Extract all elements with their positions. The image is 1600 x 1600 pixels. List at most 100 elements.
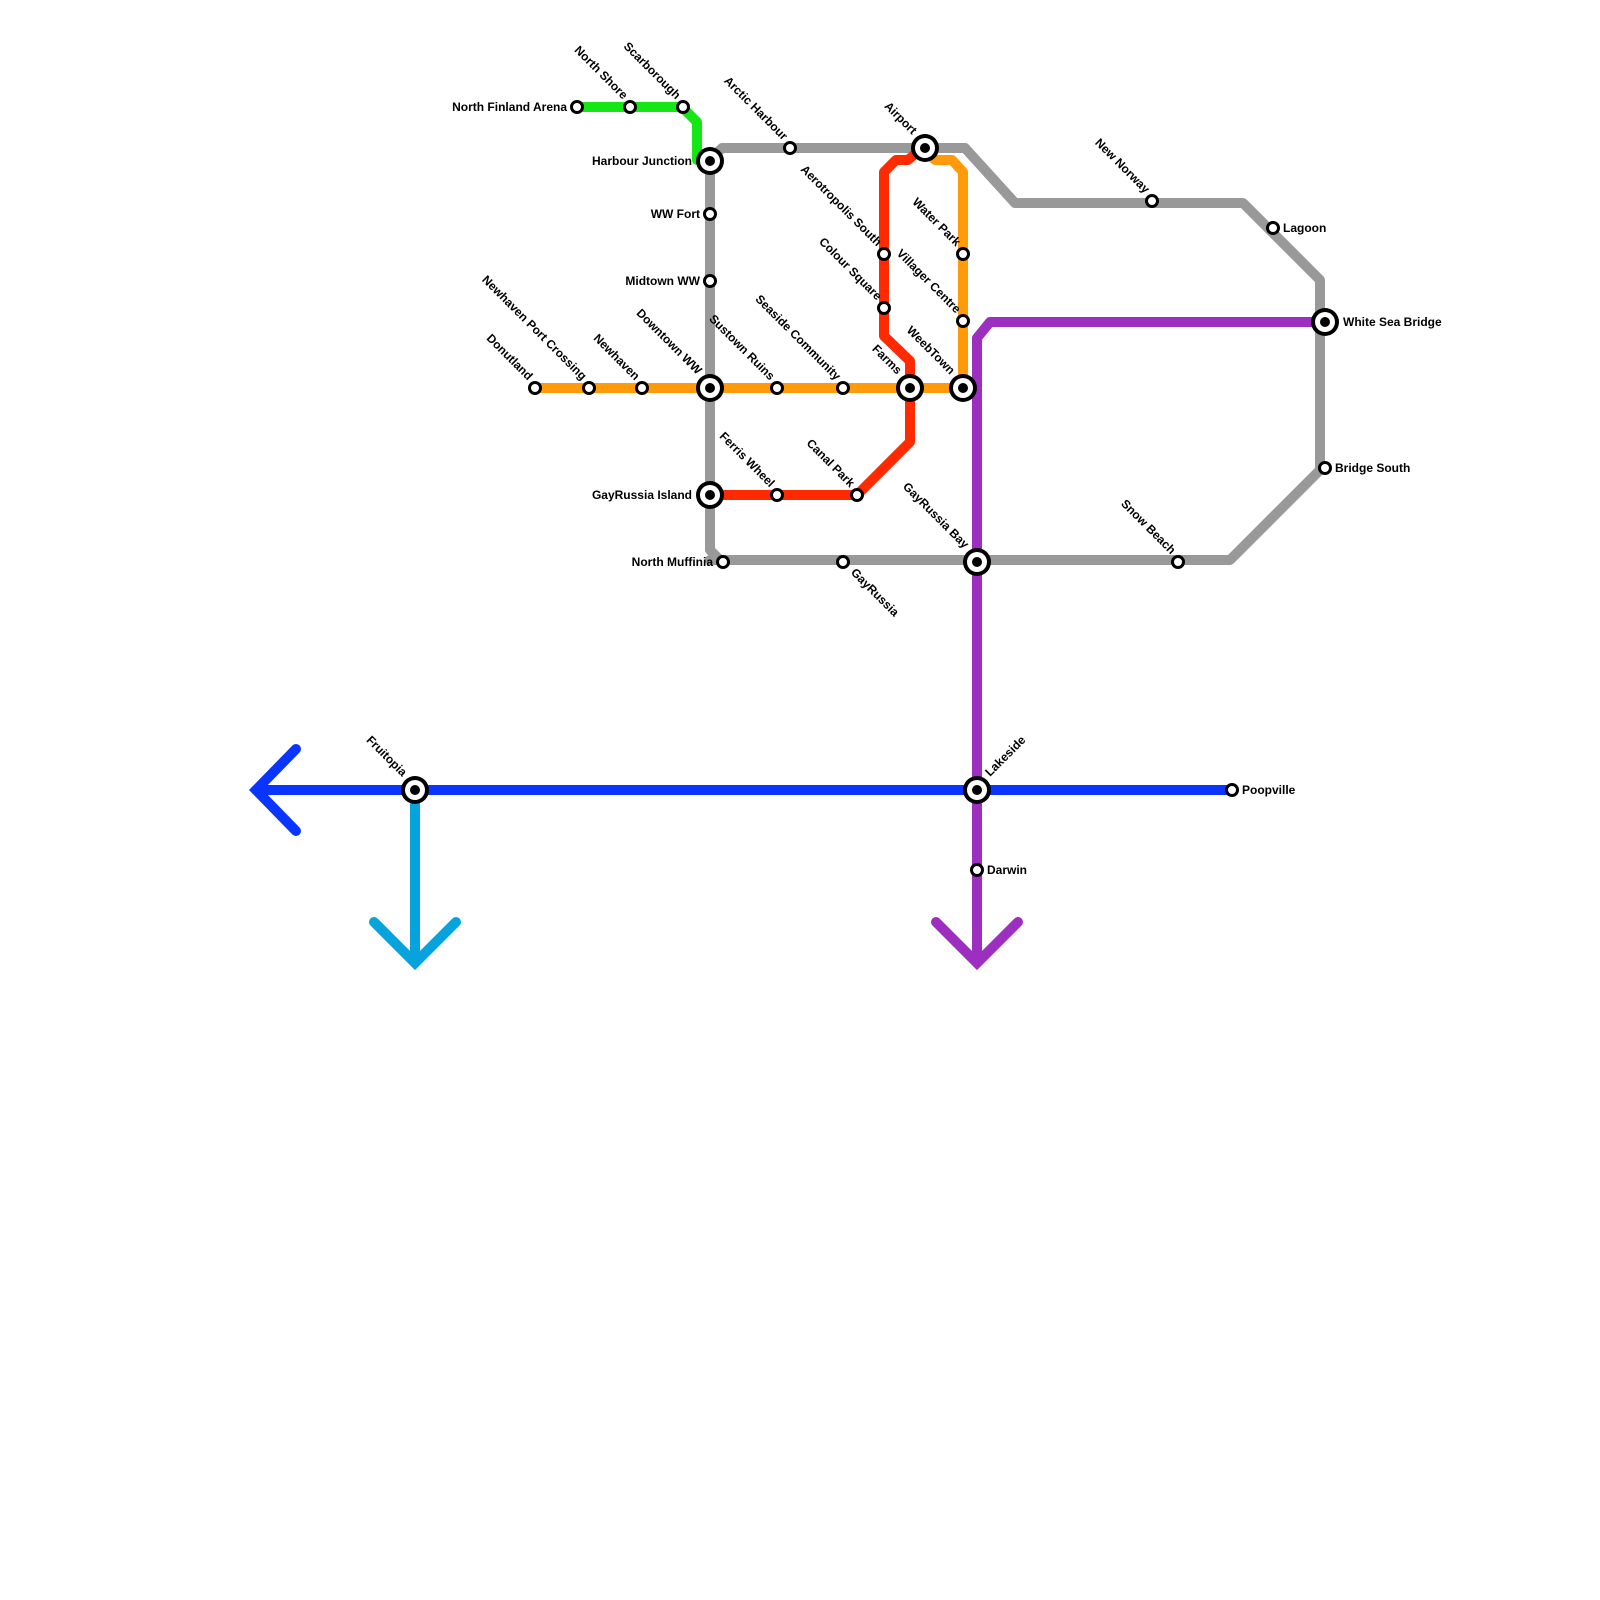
station-label: Sustown Ruins <box>706 312 777 383</box>
station-donutland[interactable] <box>528 381 542 395</box>
interchange-center <box>905 383 915 393</box>
station-label: Harbour Junction <box>592 154 692 168</box>
station-label: Aerotropolis South <box>798 162 885 249</box>
station-aerotropolis-south[interactable] <box>877 247 891 261</box>
interchange-center <box>705 490 715 500</box>
station-lakeside[interactable] <box>963 776 991 804</box>
green-line <box>572 102 702 165</box>
station-marker <box>623 100 637 114</box>
station-marker <box>703 207 717 221</box>
station-marker <box>676 100 690 114</box>
station-label: Fruitopia <box>364 733 410 779</box>
station-airport[interactable] <box>911 134 939 162</box>
station-label: White Sea Bridge <box>1343 315 1442 329</box>
station-fruitopia[interactable] <box>401 776 429 804</box>
station-label: Midtown WW <box>625 274 700 288</box>
station-snow-beach[interactable] <box>1171 555 1185 569</box>
southbound-arrow <box>369 917 461 971</box>
station-label: GayRussia Island <box>592 488 692 502</box>
station-poopville[interactable] <box>1225 783 1239 797</box>
interchange-center <box>1320 317 1330 327</box>
station-north-muffinia[interactable] <box>716 555 730 569</box>
station-weebtown[interactable] <box>949 374 977 402</box>
station-farms[interactable] <box>896 374 924 402</box>
station-white-sea-bridge[interactable] <box>1311 308 1339 336</box>
station-bridge-south[interactable] <box>1318 461 1332 475</box>
station-label: Lagoon <box>1283 221 1326 235</box>
station-label: Snow Beach <box>1118 497 1178 557</box>
station-marker <box>956 247 970 261</box>
station-label: North Finland Arena <box>452 100 567 114</box>
stations <box>401 100 1339 877</box>
station-label: North Muffinia <box>632 555 714 569</box>
station-marker <box>850 488 864 502</box>
station-marker <box>1318 461 1332 475</box>
station-marker <box>877 301 891 315</box>
station-label: Arctic Harbour <box>721 74 791 144</box>
interchange-center <box>920 143 930 153</box>
station-label: GayRussia <box>848 565 902 619</box>
station-marker <box>836 381 850 395</box>
station-marker <box>770 381 784 395</box>
station-marker <box>716 555 730 569</box>
station-lagoon[interactable] <box>1266 221 1280 235</box>
station-gayrussia-bay[interactable] <box>963 548 991 576</box>
interchange-center <box>705 383 715 393</box>
station-label: GayRussia Bay <box>900 479 972 551</box>
purple-line <box>972 317 1330 783</box>
station-downtown-ww[interactable] <box>696 374 724 402</box>
station-new-norway[interactable] <box>1145 194 1159 208</box>
station-north-finland-arena[interactable] <box>570 100 584 114</box>
station-water-park[interactable] <box>956 247 970 261</box>
station-marker <box>877 247 891 261</box>
station-label: Darwin <box>987 863 1027 877</box>
station-marker <box>1145 194 1159 208</box>
station-label: Bridge South <box>1335 461 1410 475</box>
station-newhaven-port-crossing[interactable] <box>582 381 596 395</box>
station-label: Donutland <box>484 331 536 383</box>
interchange-center <box>705 156 715 166</box>
station-label: North Shore <box>572 43 631 102</box>
station-label: Newhaven <box>591 331 643 383</box>
interchange-center <box>972 557 982 567</box>
station-marker <box>836 555 850 569</box>
station-newhaven[interactable] <box>635 381 649 395</box>
interchange-center <box>972 785 982 795</box>
station-scarborough[interactable] <box>676 100 690 114</box>
station-north-shore[interactable] <box>623 100 637 114</box>
station-harbour-junction[interactable] <box>696 147 724 175</box>
station-label: Villager Centre <box>894 246 964 316</box>
station-seaside-community[interactable] <box>836 381 850 395</box>
station-marker <box>528 381 542 395</box>
station-marker <box>582 381 596 395</box>
station-label: Canal Park <box>804 436 858 490</box>
station-label: Scarborough <box>621 39 684 102</box>
station-marker <box>1266 221 1280 235</box>
station-midtown-ww[interactable] <box>703 274 717 288</box>
red-line <box>711 143 927 500</box>
gray-line <box>705 143 1325 567</box>
station-arctic-harbour[interactable] <box>783 141 797 155</box>
station-marker <box>570 100 584 114</box>
station-marker <box>783 141 797 155</box>
station-marker <box>1225 783 1239 797</box>
station-colour-square[interactable] <box>877 301 891 315</box>
station-label: Downtown WW <box>634 306 706 378</box>
station-label: Airport <box>882 99 920 137</box>
station-marker <box>703 274 717 288</box>
station-label: New Norway <box>1092 136 1153 197</box>
station-label: Newhaven Port Crossing <box>479 273 589 383</box>
station-darwin[interactable] <box>970 863 984 877</box>
station-ww-fort[interactable] <box>703 207 717 221</box>
station-ferris-wheel[interactable] <box>770 488 784 502</box>
station-marker <box>770 488 784 502</box>
station-gayrussia[interactable] <box>836 555 850 569</box>
station-gayrussia-island[interactable] <box>696 481 724 509</box>
station-villager-centre[interactable] <box>956 314 970 328</box>
station-canal-park[interactable] <box>850 488 864 502</box>
station-marker <box>970 863 984 877</box>
station-label: Poopville <box>1242 783 1296 797</box>
station-sustown-ruins[interactable] <box>770 381 784 395</box>
westbound-arrow <box>249 744 301 836</box>
